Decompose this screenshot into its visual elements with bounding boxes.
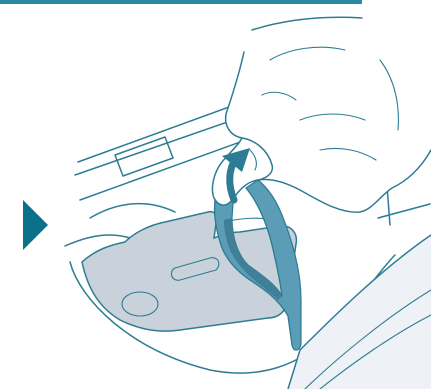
play-arrow-icon (23, 200, 48, 250)
adhesive-pad (82, 212, 296, 331)
front-cover (288, 235, 431, 389)
hand (212, 0, 431, 212)
